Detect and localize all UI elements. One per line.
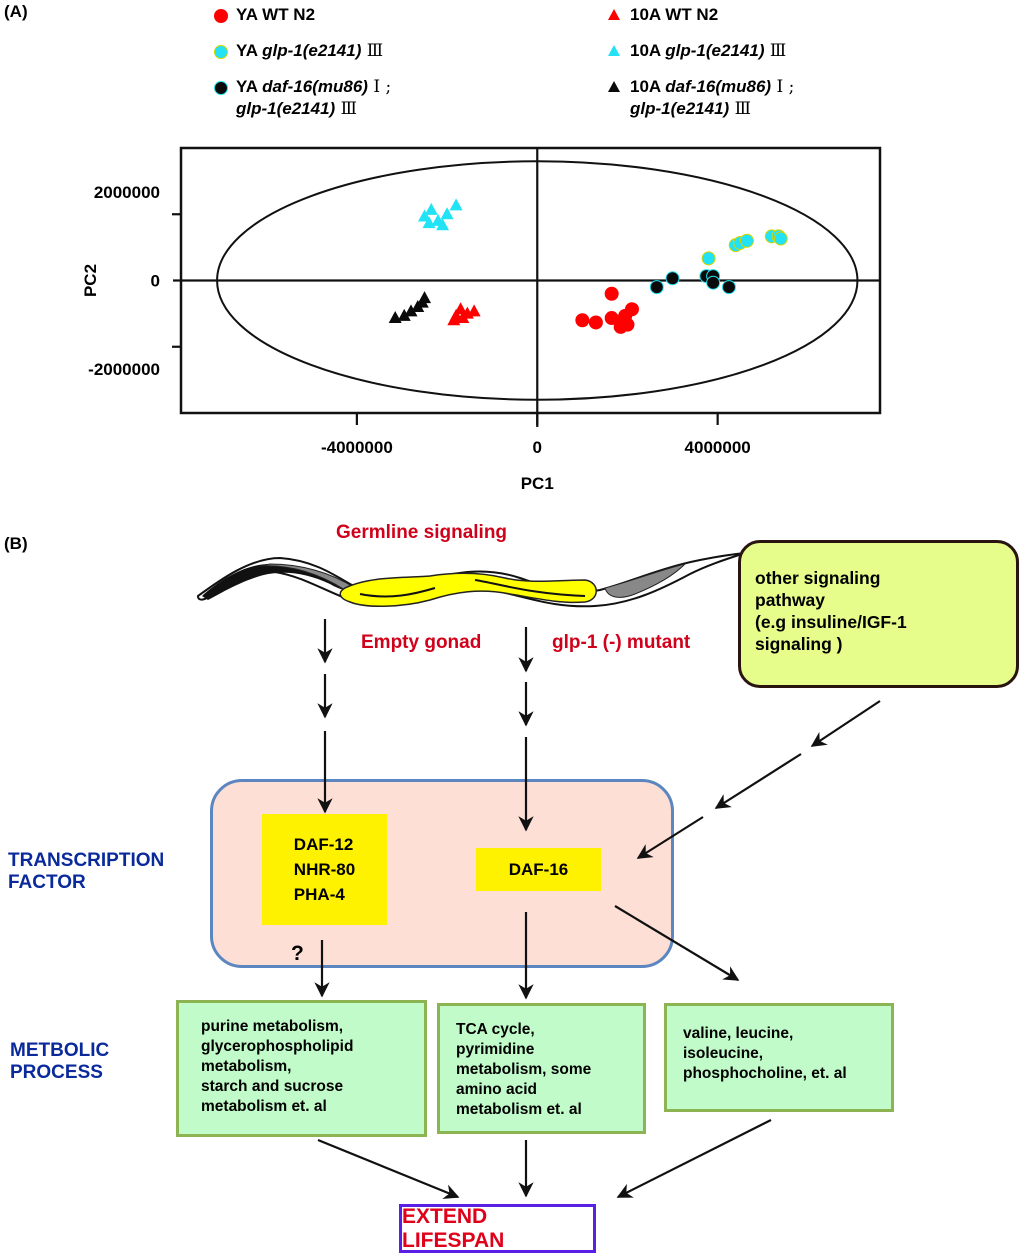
empty-gonad-label: Empty gonad [361, 632, 482, 653]
series-ya-daf-16-mu86-i-glp-1-e2141-iii [649, 269, 736, 295]
data-point-circle [604, 286, 619, 301]
other-signaling-line: pathway [755, 590, 826, 610]
data-point-circle [773, 231, 788, 246]
germline-signaling-label: Germline signaling [336, 522, 508, 543]
panel-a-label: (A) [4, 2, 28, 21]
unknown-link-question-mark: ? [291, 942, 304, 965]
metabolic-line: TCA cycle, [456, 1021, 535, 1038]
metabolic-box-valine: valine, leucine, isoleucine, phosphochol… [664, 1003, 894, 1112]
legend-marker-triangle-icon [608, 45, 620, 56]
metabolic-line: metabolism et. al [456, 1101, 582, 1118]
y-axis-label: PC2 [81, 264, 100, 297]
tf-name: DAF-16 [508, 860, 569, 879]
panel-b-label: (B) [4, 534, 28, 553]
data-point-triangle [397, 308, 411, 321]
data-point-circle [588, 315, 603, 330]
other-signaling-line: other signaling [755, 568, 881, 588]
metabolic-box-purine: purine metabolism, glycerophospholipid m… [176, 1000, 427, 1137]
legend-marker-triangle-icon [608, 9, 620, 20]
metabolic-line: starch and sucrose [201, 1078, 344, 1095]
other-signaling-box: other signaling pathway (e.g insuline/IG… [738, 540, 1019, 688]
metabolic-box-tca: TCA cycle, pyrimidine metabolism, some a… [437, 1003, 646, 1134]
data-point-circle [701, 251, 716, 266]
y-tick-label: -2000000 [88, 360, 160, 379]
data-point-circle [721, 280, 736, 295]
metabolic-line: pyrimidine [456, 1041, 535, 1058]
x-tick-label: -4000000 [321, 438, 393, 457]
extend-lifespan-label: EXTEND LIFESPAN [402, 1204, 505, 1252]
tf-group-daf12-nhr80-pha4: DAF-12 NHR-80 PHA-4 [262, 814, 387, 925]
data-point-triangle [449, 198, 463, 211]
arrow-other-1 [810, 700, 881, 747]
data-point-triangle [418, 291, 432, 304]
metabolic-line: isoleucine, [683, 1045, 764, 1062]
legend-entry: 10A WT N2 [630, 5, 719, 24]
x-axis-label: PC1 [521, 474, 554, 493]
other-signaling-line: (e.g insuline/IGF-1 [755, 612, 907, 632]
legend-entry: 10A daf-16(mu86) Ⅰ ;glp-1(e2141) Ⅲ [630, 77, 795, 119]
tf-name: DAF-12 [293, 835, 354, 854]
series-ya-wt-n2 [575, 286, 639, 334]
data-point-circle [575, 313, 590, 328]
x-tick-label: 4000000 [685, 438, 751, 457]
data-point-circle [649, 280, 664, 295]
data-point-circle [615, 313, 630, 328]
transcription-factor-label: TRANSCRIPTION FACTOR [8, 850, 164, 894]
glp1-mutant-label: glp-1 (-) mutant [552, 632, 691, 653]
tf-label-line: TRANSCRIPTION [8, 850, 165, 871]
metabolic-line: phosphocholine, et. al [683, 1065, 847, 1082]
data-point-triangle [404, 304, 418, 317]
legend-marker-circle-icon [214, 81, 228, 95]
metabolic-line: amino acid [456, 1081, 537, 1098]
data-point-triangle [440, 207, 454, 220]
metabolic-line: metabolism, [201, 1058, 292, 1075]
series-10a-daf-16-mu86-i-glp-1-e2141-iii [388, 291, 432, 324]
tf-name: PHA-4 [293, 885, 345, 904]
data-point-triangle [456, 311, 470, 324]
metabolic-line: metabolism, some [456, 1061, 592, 1078]
extend-lifespan-box: EXTEND LIFESPAN [399, 1204, 596, 1253]
data-point-triangle [424, 202, 438, 215]
data-point-circle [706, 275, 721, 290]
metabolic-process-label: METBOLIC PROCESS [10, 1040, 109, 1084]
legend-entry: YA daf-16(mu86) Ⅰ ;glp-1(e2141) Ⅲ [236, 77, 392, 119]
data-point-circle [665, 271, 680, 286]
series-ya-glp-1-e2141-iii [701, 229, 788, 266]
legend-marker-triangle-icon [608, 81, 620, 92]
legend-marker-circle-icon [214, 45, 228, 59]
series-10a-glp-1-e2141-iii [418, 198, 463, 231]
metabolic-line: purine metabolism, [201, 1018, 344, 1035]
arrow-other-2 [714, 753, 802, 809]
data-point-triangle [422, 216, 436, 229]
x-tick-label: 0 [533, 438, 542, 457]
metabolic-label-line: METBOLIC [10, 1040, 110, 1061]
arrow-purine-to-lifespan [317, 1138, 460, 1199]
y-tick-label: 2000000 [94, 183, 160, 202]
other-signaling-line: signaling ) [755, 634, 843, 654]
metabolic-line: metabolism et. al [201, 1098, 327, 1115]
metabolic-line: glycerophospholipid [201, 1038, 354, 1055]
tf-daf16: DAF-16 [476, 848, 601, 891]
data-point-triangle [436, 218, 450, 231]
legend-entry: YA glp-1(e2141) Ⅲ [236, 41, 384, 61]
legend-marker-circle-icon [214, 9, 228, 23]
series-10a-wt-n2 [447, 302, 481, 326]
legend-entry: 10A glp-1(e2141) Ⅲ [630, 41, 787, 61]
data-point-circle [739, 233, 754, 248]
metabolic-line: valine, leucine, [683, 1025, 794, 1042]
legend-entry: YA WT N2 [236, 5, 316, 24]
data-point-triangle [388, 311, 402, 324]
data-point-triangle [467, 304, 481, 317]
data-point-circle [624, 302, 639, 317]
y-tick-label: 0 [151, 272, 160, 291]
confidence-ellipse [216, 160, 859, 401]
tf-name: NHR-80 [293, 860, 356, 879]
tf-label-line: FACTOR [8, 872, 86, 893]
metabolic-label-line: PROCESS [10, 1062, 103, 1083]
worm-illustration [196, 552, 746, 608]
